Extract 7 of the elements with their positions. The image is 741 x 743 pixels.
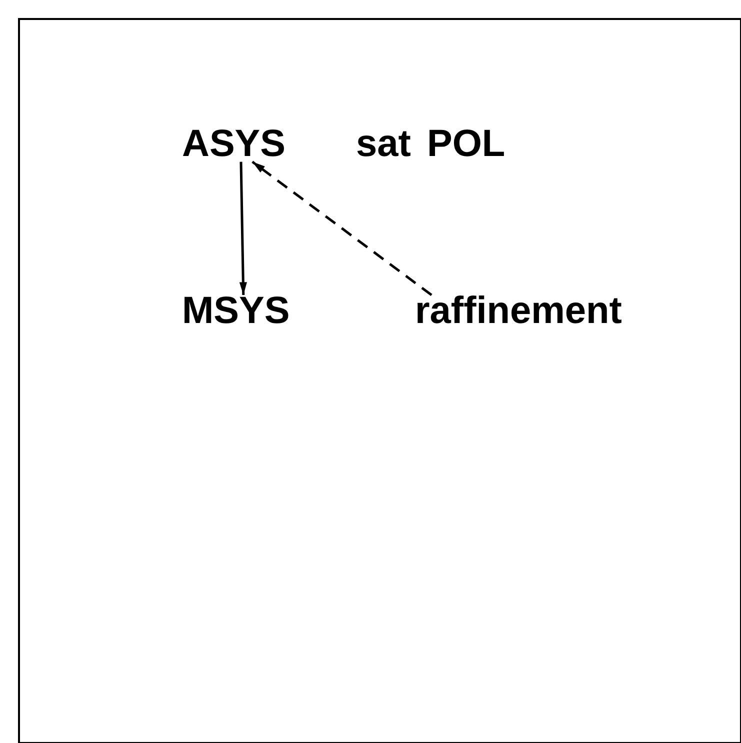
node-label: ASYS xyxy=(182,124,286,166)
text-label: POL xyxy=(427,124,506,166)
text-label: sat xyxy=(356,124,411,166)
node-label: raffinement xyxy=(415,291,622,333)
node-label: MSYS xyxy=(182,291,290,333)
arrow xyxy=(239,162,247,296)
arrow xyxy=(252,160,432,296)
